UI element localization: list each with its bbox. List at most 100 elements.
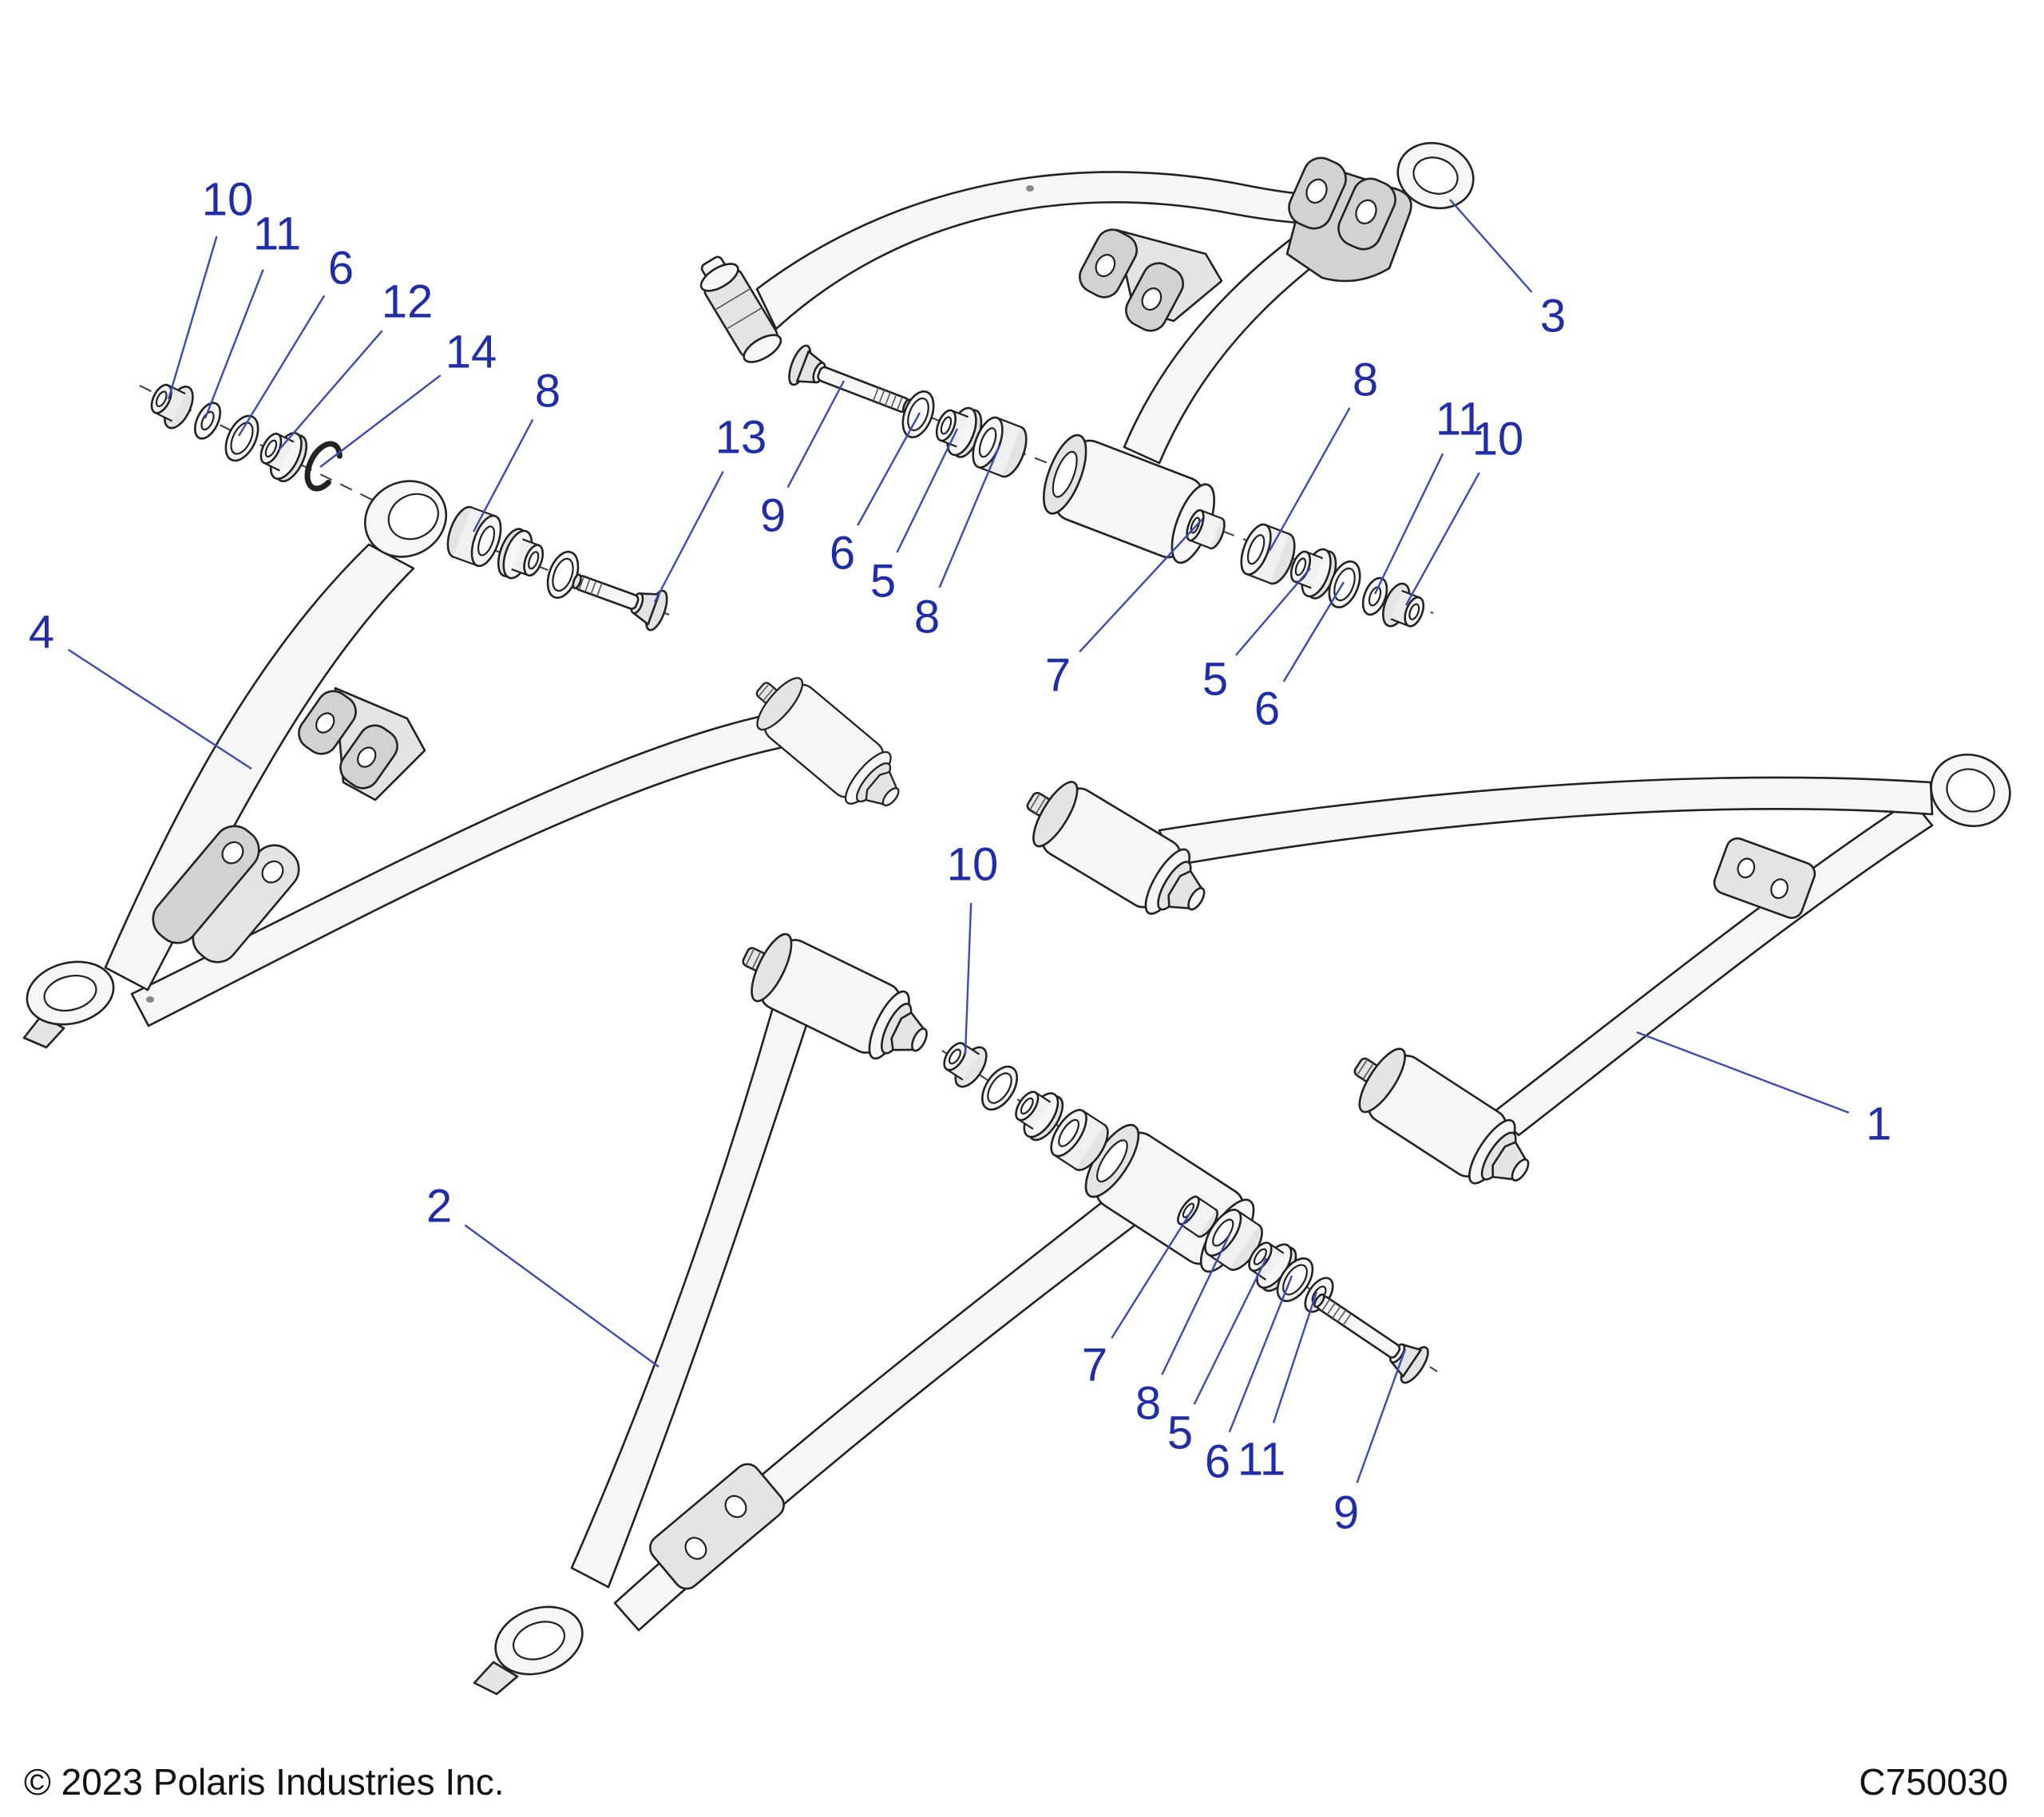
leader-line [67,648,252,770]
leader-line [167,236,218,400]
callout-12: 12 [278,276,434,451]
callout-number: 9 [760,490,786,542]
mount-bracket [649,1463,785,1590]
callout-1: 1 [1636,1031,1891,1150]
leader-line [1111,1208,1194,1339]
callout-number: 5 [870,556,896,608]
leader-line [1373,453,1444,595]
ball-joint-tab [473,1661,519,1696]
front-pivot-boss [363,480,448,558]
rear-tube [1493,798,1934,1137]
leader-line [964,902,972,1055]
callout-number: 8 [535,366,561,418]
lower-control-arm-right [1010,753,2011,1205]
flanged-bushing [252,422,314,487]
pivot-bolt [1304,1281,1434,1388]
callout-7: 7 [1082,1208,1194,1391]
callout-number: 11 [1436,394,1483,445]
flange-nut [934,1032,994,1093]
pivot-bushing [441,502,508,571]
callout-11: 11 [204,208,301,419]
callout-number: 13 [715,412,767,464]
callout-8: 8 [1268,354,1378,552]
leader-line [1193,1257,1268,1405]
callout-number: 12 [382,276,434,328]
upper-control-arm-left [22,480,917,1049]
leader-line [857,412,921,526]
leader-line [1636,1031,1850,1114]
callout-5: 5 [870,428,959,608]
callout-7: 7 [1045,518,1203,702]
callout-5: 5 [1202,568,1311,706]
callout-8: 8 [914,445,1001,643]
callout-number: 6 [1254,683,1280,735]
callout-number: 6 [830,528,855,580]
callout-11: 11 [1238,1291,1318,1486]
leader-line [1161,1233,1231,1376]
callout-9: 9 [1333,1348,1407,1539]
callout-5: 5 [1167,1257,1268,1459]
hardware-chain-d [934,1032,1434,1388]
clevis-bracket [298,687,426,802]
callout-number: 10 [1472,414,1524,465]
leader-line [1235,568,1311,656]
leader-line [1079,518,1203,653]
ball-joint-eyelet [26,960,115,1026]
callout-11: 11 [1373,394,1483,595]
callout-number: 9 [1333,1487,1359,1539]
callout-8: 8 [472,366,561,532]
pivot-tube [1034,429,1224,569]
callout-number: 4 [29,607,54,659]
washer [188,398,227,444]
leader-line [472,418,534,532]
callout-number: 11 [253,208,301,260]
leader-line [464,1224,660,1368]
callout-number: 5 [1167,1407,1193,1459]
leader-line [896,428,959,553]
callout-4: 4 [29,607,252,770]
upper-control-arm-right [699,141,1475,569]
callout-6: 6 [830,412,921,580]
callout-6: 6 [237,243,354,437]
callout-2: 2 [426,1181,660,1368]
callout-number: 7 [1045,650,1071,702]
leader-line [1404,472,1480,606]
callout-number: 8 [1353,354,1378,406]
leader-line [1272,1291,1318,1423]
callout-number: 2 [426,1181,452,1233]
leader-line [237,295,326,437]
part-code: C750030 [1859,1761,2008,1803]
ball-joint-eyelet [494,1605,584,1676]
ball-joint-eyelet [1930,753,2011,828]
callout-6: 6 [1254,581,1345,735]
callout-number: 10 [947,839,999,891]
leader-line [204,269,264,419]
leader-line [1282,581,1345,683]
callout-number: 7 [1082,1340,1107,1391]
clevis-bracket [1285,156,1412,283]
leader-line [1356,1348,1407,1483]
callout-number: 10 [202,174,254,226]
copyright-text: © 2023 Polaris Industries Inc. [24,1761,505,1803]
callout-9: 9 [760,380,846,542]
callout-13: 13 [653,412,767,603]
tube-pinhole [1026,185,1034,192]
callout-3: 3 [1449,199,1566,342]
tube-pinhole [146,996,154,1003]
callout-number: 5 [1202,654,1228,706]
callout-number: 3 [1540,291,1566,342]
callout-8: 8 [1135,1233,1231,1430]
leader-line [278,330,383,451]
leader-line [653,470,724,603]
callout-number: 8 [1135,1378,1161,1430]
leader-line [1228,1275,1293,1433]
hardware-chain-b [441,502,672,634]
lower-control-arm-left [473,920,1265,1696]
ball-joint-eyelet [1396,141,1475,210]
leader-line [1449,199,1533,293]
leader-line [786,380,846,489]
callout-10: 10 [167,174,254,400]
